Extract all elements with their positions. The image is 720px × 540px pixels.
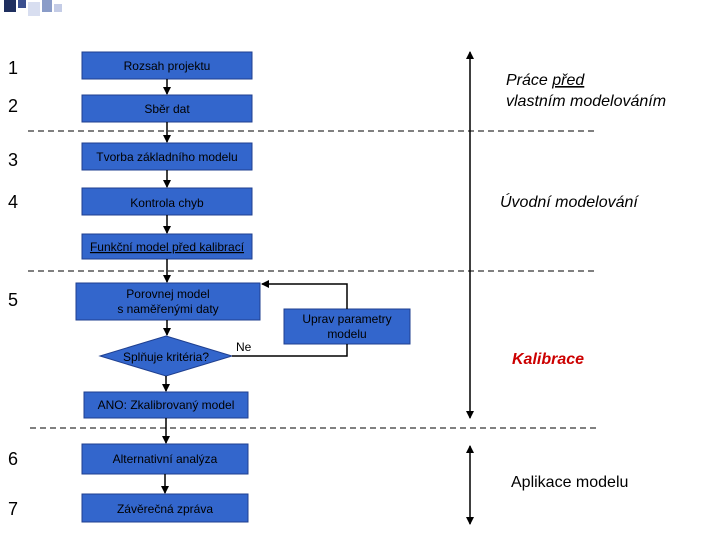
step-number-5: 5 bbox=[8, 290, 18, 310]
adjust-label-line1: Uprav parametry bbox=[302, 312, 391, 326]
step-box-base-model bbox=[81, 142, 253, 171]
step-box-scope bbox=[81, 51, 253, 80]
step-label-compare-line2: s naměřenými daty bbox=[117, 302, 218, 316]
step-box-data-collection bbox=[81, 94, 253, 123]
step-box-error-check bbox=[81, 187, 253, 216]
step-label-compare-line1: Porovnej model bbox=[126, 287, 209, 301]
step-number-3: 3 bbox=[8, 150, 18, 170]
milestone-label-calibrated: ANO: Zkalibrovaný model bbox=[98, 398, 235, 412]
step-box-compare bbox=[75, 282, 261, 321]
decision-label: Splňuje kritéria? bbox=[123, 350, 209, 364]
phase-pre-modeling-line2: vlastním modelováním bbox=[506, 93, 666, 110]
step-number-2: 2 bbox=[8, 96, 18, 116]
step-number-6: 6 bbox=[8, 449, 18, 469]
phase-initial-modeling: Úvodní modelování bbox=[500, 192, 639, 211]
step-label-data-collection: Sběr dat bbox=[144, 102, 190, 116]
flow-connectors bbox=[161, 79, 348, 494]
phase-application: Aplikace modelu bbox=[511, 474, 628, 491]
step-box-final-report bbox=[81, 493, 249, 523]
phase-separators bbox=[28, 130, 600, 429]
adjust-parameters-box bbox=[283, 308, 411, 345]
step-number-1: 1 bbox=[8, 58, 18, 78]
step-number-4: 4 bbox=[8, 192, 18, 212]
adjust-label-line2: modelu bbox=[327, 327, 366, 341]
phase-pre-modeling-line1: Práce před bbox=[506, 72, 585, 89]
slide-corner-decoration bbox=[4, 0, 62, 16]
phase-calibration: Kalibrace bbox=[512, 351, 584, 368]
step-label-scope: Rozsah projektu bbox=[124, 59, 211, 73]
step-label-base-model: Tvorba základního modelu bbox=[96, 150, 237, 164]
milestone-label-functional: Funkční model před kalibrací bbox=[90, 240, 245, 254]
step-label-alternative: Alternativní analýza bbox=[113, 452, 218, 466]
step-number-7: 7 bbox=[8, 499, 18, 519]
decision-no-label: Ne bbox=[236, 340, 252, 354]
milestone-box-calibrated bbox=[83, 391, 249, 419]
step-label-final-report: Závěrečná zpráva bbox=[117, 502, 213, 516]
step-box-alternative bbox=[81, 443, 249, 475]
step-label-error-check: Kontrola chyb bbox=[130, 196, 204, 210]
